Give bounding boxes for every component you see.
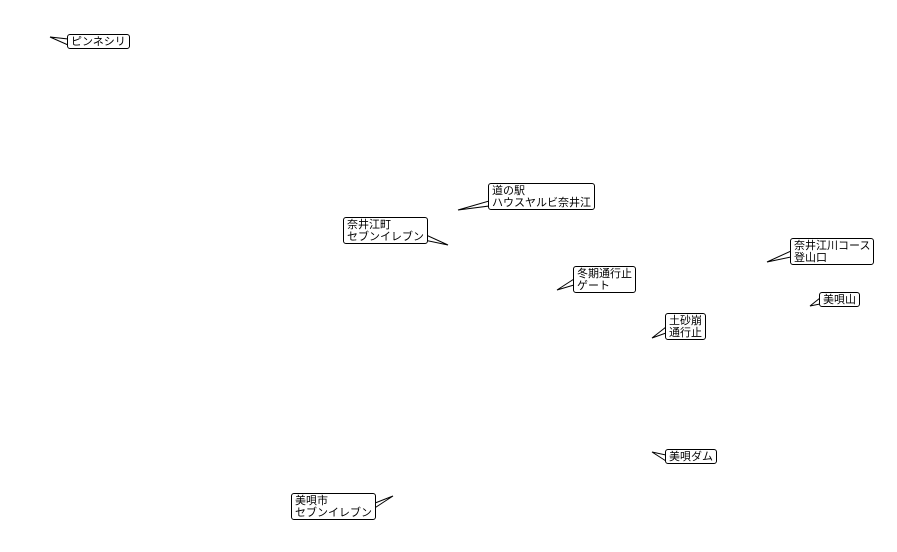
pointer-michinoeki xyxy=(457,200,490,211)
label-line: 登山口 xyxy=(794,251,827,264)
label-line: セブンイレブン xyxy=(295,506,372,519)
label-bibai-dam[interactable]: 美唄ダム xyxy=(665,449,717,464)
label-bibai-seven-eleven[interactable]: 美唄市 セブンイレブン xyxy=(291,493,376,520)
label-line: ゲート xyxy=(577,279,610,292)
label-line: ピンネシリ xyxy=(71,35,126,48)
pointer-naiegawa-course xyxy=(766,250,792,263)
pointer-winter-gate xyxy=(556,278,575,291)
label-naie-seven-eleven[interactable]: 奈井江町 セブンイレブン xyxy=(343,217,428,244)
label-line: 道の駅 xyxy=(492,184,525,197)
label-line: 土砂崩 xyxy=(669,314,702,327)
label-line: 奈井江町 xyxy=(347,218,391,231)
label-line: 美唄山 xyxy=(823,293,856,306)
label-landslide-closure[interactable]: 土砂崩 通行止 xyxy=(665,313,706,340)
label-michinoeki-house-yarubi[interactable]: 道の駅 ハウスヤルビ奈井江 xyxy=(488,183,595,210)
label-pinneshiri[interactable]: ピンネシリ xyxy=(67,34,130,49)
label-line: 美唄ダム xyxy=(669,450,713,463)
label-line: 冬期通行止 xyxy=(577,267,632,280)
label-line: 美唄市 xyxy=(295,494,328,507)
label-line: 奈井江川コース xyxy=(794,239,871,252)
label-line: ハウスヤルビ奈井江 xyxy=(492,196,591,209)
pointer-landslide xyxy=(651,325,667,339)
pointer-bibai-dam xyxy=(651,451,667,462)
label-winter-closure-gate[interactable]: 冬期通行止 ゲート xyxy=(573,266,636,293)
label-line: 通行止 xyxy=(669,326,702,339)
label-bibaiyama[interactable]: 美唄山 xyxy=(819,292,860,307)
label-line: セブンイレブン xyxy=(347,230,424,243)
label-naiegawa-course-trailhead[interactable]: 奈井江川コース 登山口 xyxy=(790,238,875,265)
pointer-pinneshiri xyxy=(49,36,69,46)
